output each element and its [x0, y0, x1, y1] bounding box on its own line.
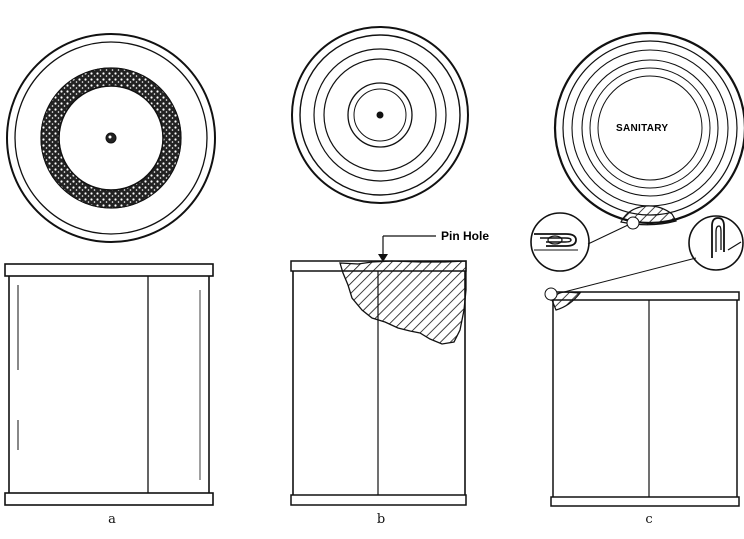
center-dot [376, 111, 384, 119]
panel-label-a: a [108, 512, 116, 527]
pin-hole-arrowhead [378, 254, 388, 262]
panel-label-b: b [376, 512, 386, 527]
can-c-lid-view [553, 31, 744, 230]
seam-detail-inset-left [530, 212, 629, 272]
panel-b [290, 26, 469, 506]
can-b-top-view [291, 26, 469, 204]
panel-c [530, 31, 744, 507]
panel-a [4, 33, 216, 506]
seam-detail-inset-right [563, 215, 744, 293]
sanitary-label: SANITARY [616, 123, 669, 134]
corroded-area [339, 260, 467, 345]
can-a-top-view [6, 33, 216, 243]
pin-hole-label: Pin Hole [441, 229, 490, 243]
can-c-side-view [544, 287, 740, 507]
can-a-side-view [4, 263, 214, 506]
can-b-side-view [290, 235, 467, 506]
panel-label-c: c [645, 512, 653, 527]
